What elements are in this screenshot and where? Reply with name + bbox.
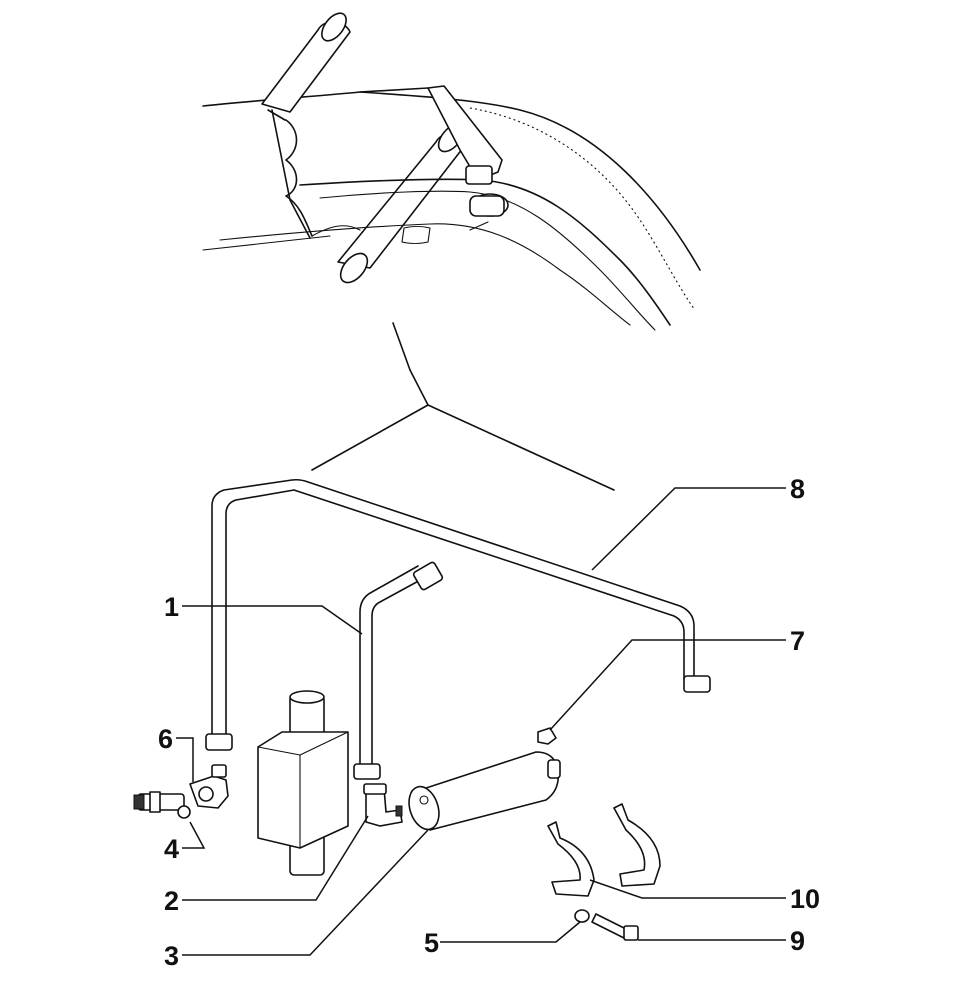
leader-5 (440, 921, 581, 943)
frame-overview-detail (202, 12, 701, 331)
callout-1: 1 (164, 592, 179, 622)
part-5-washer (574, 909, 590, 923)
part-3-reservoir (408, 751, 561, 831)
part-8-pipe (205, 478, 711, 751)
brake-cylinder-assembly (257, 690, 349, 876)
callout-3: 3 (164, 941, 179, 971)
callout-labels: 1 2 3 4 5 6 7 8 9 10 (158, 474, 820, 971)
callout-4: 4 (164, 834, 179, 864)
callout-10: 10 (790, 884, 820, 914)
leader-10 (589, 879, 786, 899)
part-2-elbow-fitting (363, 783, 403, 827)
callout-7: 7 (790, 626, 805, 656)
leader-8 (591, 487, 786, 571)
callout-8: 8 (790, 474, 805, 504)
callout-5: 5 (424, 928, 439, 958)
leader-2 (182, 815, 369, 901)
leader-4 (182, 821, 206, 849)
part-9-bolt (591, 913, 639, 941)
leader-lines (176, 487, 786, 956)
leader-6 (176, 737, 194, 782)
part-4-valve (133, 791, 191, 819)
callout-2: 2 (164, 886, 179, 916)
leader-3 (182, 829, 429, 956)
part-6-union (189, 764, 229, 809)
part-1-pipe (353, 561, 444, 780)
leader-1 (182, 605, 363, 635)
callout-9: 9 (790, 926, 805, 956)
callout-6: 6 (158, 724, 173, 754)
zoom-indicator-arrow (311, 322, 615, 491)
part-7-nut (537, 727, 557, 745)
part-10-clamps (547, 803, 661, 897)
leader-7 (549, 639, 786, 731)
